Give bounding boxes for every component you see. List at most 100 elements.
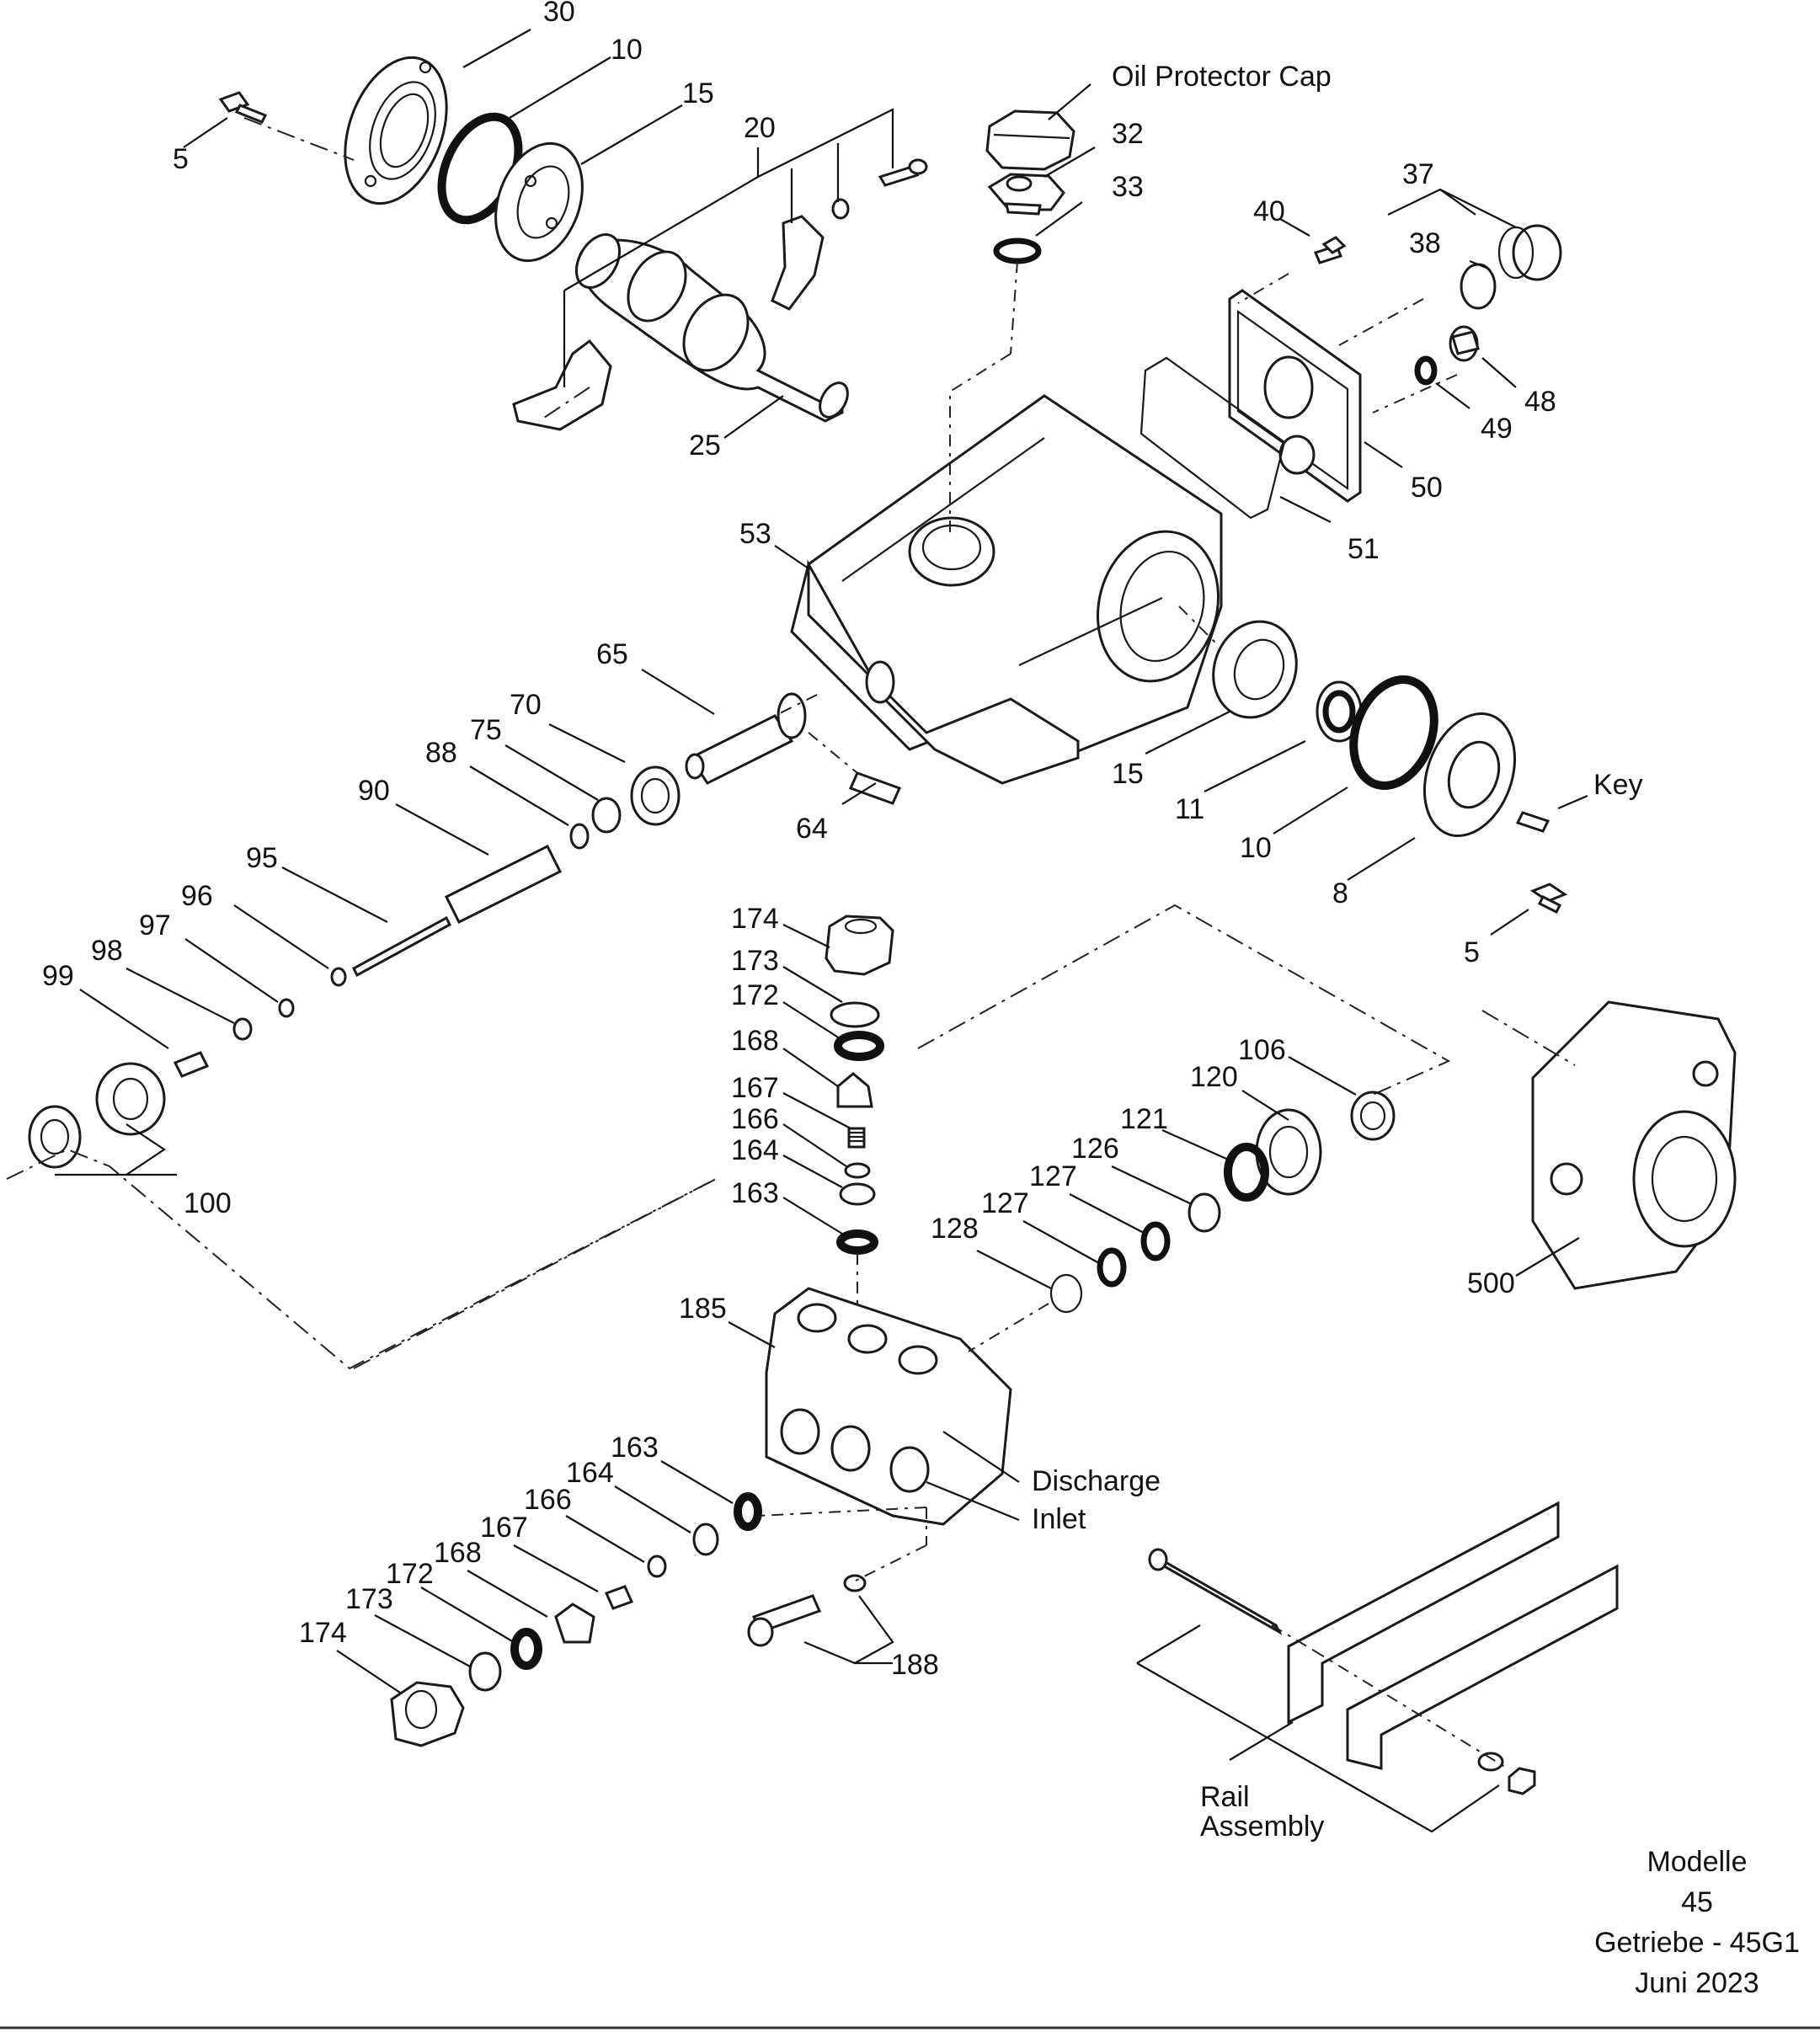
footer-modelle: Modelle: [1647, 1846, 1747, 1878]
spring-167-top: [847, 1127, 866, 1149]
screw-small-20: [831, 158, 928, 220]
footer-gearbox: Getriebe - 45G1: [1594, 1927, 1800, 1959]
rail-assembly: [1148, 1501, 1619, 1795]
label-25: 25: [689, 429, 721, 461]
assembly-lines: [6, 117, 1576, 1769]
label-53: 53: [739, 518, 771, 550]
label-11: 11: [1175, 793, 1204, 825]
oring-49: [1414, 355, 1438, 386]
valve-166-top: [844, 1162, 871, 1179]
label-100: 100: [184, 1187, 232, 1219]
label-oil-protector-cap: Oil Protector Cap: [1112, 61, 1332, 93]
valve-plug-174-top: [825, 915, 894, 976]
label-5-right: 5: [1464, 936, 1480, 968]
label-95: 95: [246, 842, 278, 874]
label-128: 128: [931, 1213, 979, 1245]
label-98: 98: [91, 935, 123, 967]
label-8: 8: [1332, 877, 1348, 909]
label-173-bottom: 173: [345, 1583, 393, 1615]
valve-plug-174-bottom: [390, 1681, 465, 1747]
label-48: 48: [1524, 386, 1556, 418]
valve-166-bottom: [647, 1555, 667, 1578]
rear-cover-50: [1228, 289, 1362, 503]
label-rail: Rail: [1200, 1781, 1250, 1813]
label-90: 90: [358, 775, 390, 807]
label-38: 38: [1409, 227, 1441, 259]
label-174-bottom: 174: [299, 1617, 347, 1649]
label-185: 185: [679, 1293, 727, 1325]
label-168-bottom: 168: [434, 1537, 482, 1569]
label-discharge: Discharge: [1032, 1465, 1161, 1497]
label-70: 70: [510, 689, 542, 721]
seal-127a: [1140, 1221, 1171, 1261]
washer-173-top: [830, 1001, 880, 1028]
label-75: 75: [470, 714, 502, 746]
ring-88: [569, 823, 590, 850]
key: [1515, 811, 1550, 833]
plunger-65: [685, 692, 807, 785]
label-37: 37: [1402, 158, 1434, 190]
label-32: 32: [1112, 118, 1144, 150]
footer-model-number: 45: [1681, 1886, 1713, 1918]
oring-163-top: [836, 1229, 878, 1255]
oring-172-top: [834, 1031, 884, 1061]
bearing-cover-8: [1422, 712, 1517, 838]
label-173-top: 173: [731, 945, 779, 977]
oring-121: [1224, 1143, 1269, 1202]
label-168-top: 168: [731, 1025, 779, 1057]
crankshaft-25: [574, 233, 849, 423]
plug-32: [987, 173, 1065, 216]
leader-lines: [55, 29, 1588, 1833]
label-127-a: 127: [1029, 1160, 1077, 1192]
label-88: 88: [425, 737, 457, 769]
footer-date: Juni 2023: [1635, 1967, 1759, 1999]
label-163-top: 163: [731, 1177, 779, 1209]
seat-164-bottom: [692, 1523, 719, 1556]
pin-64: [848, 771, 902, 805]
spring-167-bottom: [604, 1585, 634, 1610]
label-inlet: Inlet: [1032, 1503, 1086, 1535]
washer-75: [591, 797, 622, 834]
label-166-top: 166: [731, 1103, 779, 1135]
screw-5-right: [1529, 883, 1568, 915]
label-65: 65: [596, 638, 628, 670]
label-172-top: 172: [731, 979, 779, 1011]
label-10-top: 10: [611, 34, 643, 66]
label-40: 40: [1253, 195, 1285, 227]
manifold-185: [765, 1287, 1012, 1526]
label-120: 120: [1190, 1061, 1238, 1093]
label-5-top: 5: [173, 143, 189, 175]
oring-10-right: [1349, 675, 1438, 790]
label-167-top: 167: [731, 1072, 779, 1104]
seal-127b: [1097, 1247, 1127, 1288]
screw-99: [173, 1051, 210, 1078]
label-167-bottom: 167: [480, 1512, 528, 1544]
sleeve-90: [444, 844, 563, 925]
screw-40: [1313, 236, 1347, 264]
label-96: 96: [181, 880, 213, 912]
plug-37: [1497, 224, 1562, 281]
label-10-right: 10: [1240, 832, 1272, 864]
label-51: 51: [1348, 533, 1380, 565]
bolt-188: [747, 1574, 867, 1647]
label-164-top: 164: [731, 1134, 779, 1166]
model-info: Modelle 45 Getriebe - 45G1 Juni 2023: [1594, 1846, 1800, 1999]
label-assembly: Assembly: [1200, 1811, 1324, 1843]
bearing-15-top: [494, 141, 584, 263]
label-188: 188: [891, 1649, 939, 1681]
label-99: 99: [42, 960, 74, 992]
oring-33: [993, 237, 1042, 264]
oil-protector-cap: [985, 109, 1075, 171]
valve-cage-168-top: [836, 1072, 873, 1108]
gasket-51: [1140, 356, 1286, 520]
part-labels: 30 10 15 20 5 25 Oil Protector Cap 32 33…: [42, 0, 1643, 1843]
connecting-rod-20: [512, 215, 825, 431]
seal-70: [630, 765, 680, 826]
washer-96: [330, 967, 347, 987]
label-172-bottom: 172: [386, 1558, 434, 1590]
label-20: 20: [744, 112, 776, 144]
label-33: 33: [1112, 171, 1144, 203]
valve-cage-168-bottom: [554, 1603, 595, 1644]
